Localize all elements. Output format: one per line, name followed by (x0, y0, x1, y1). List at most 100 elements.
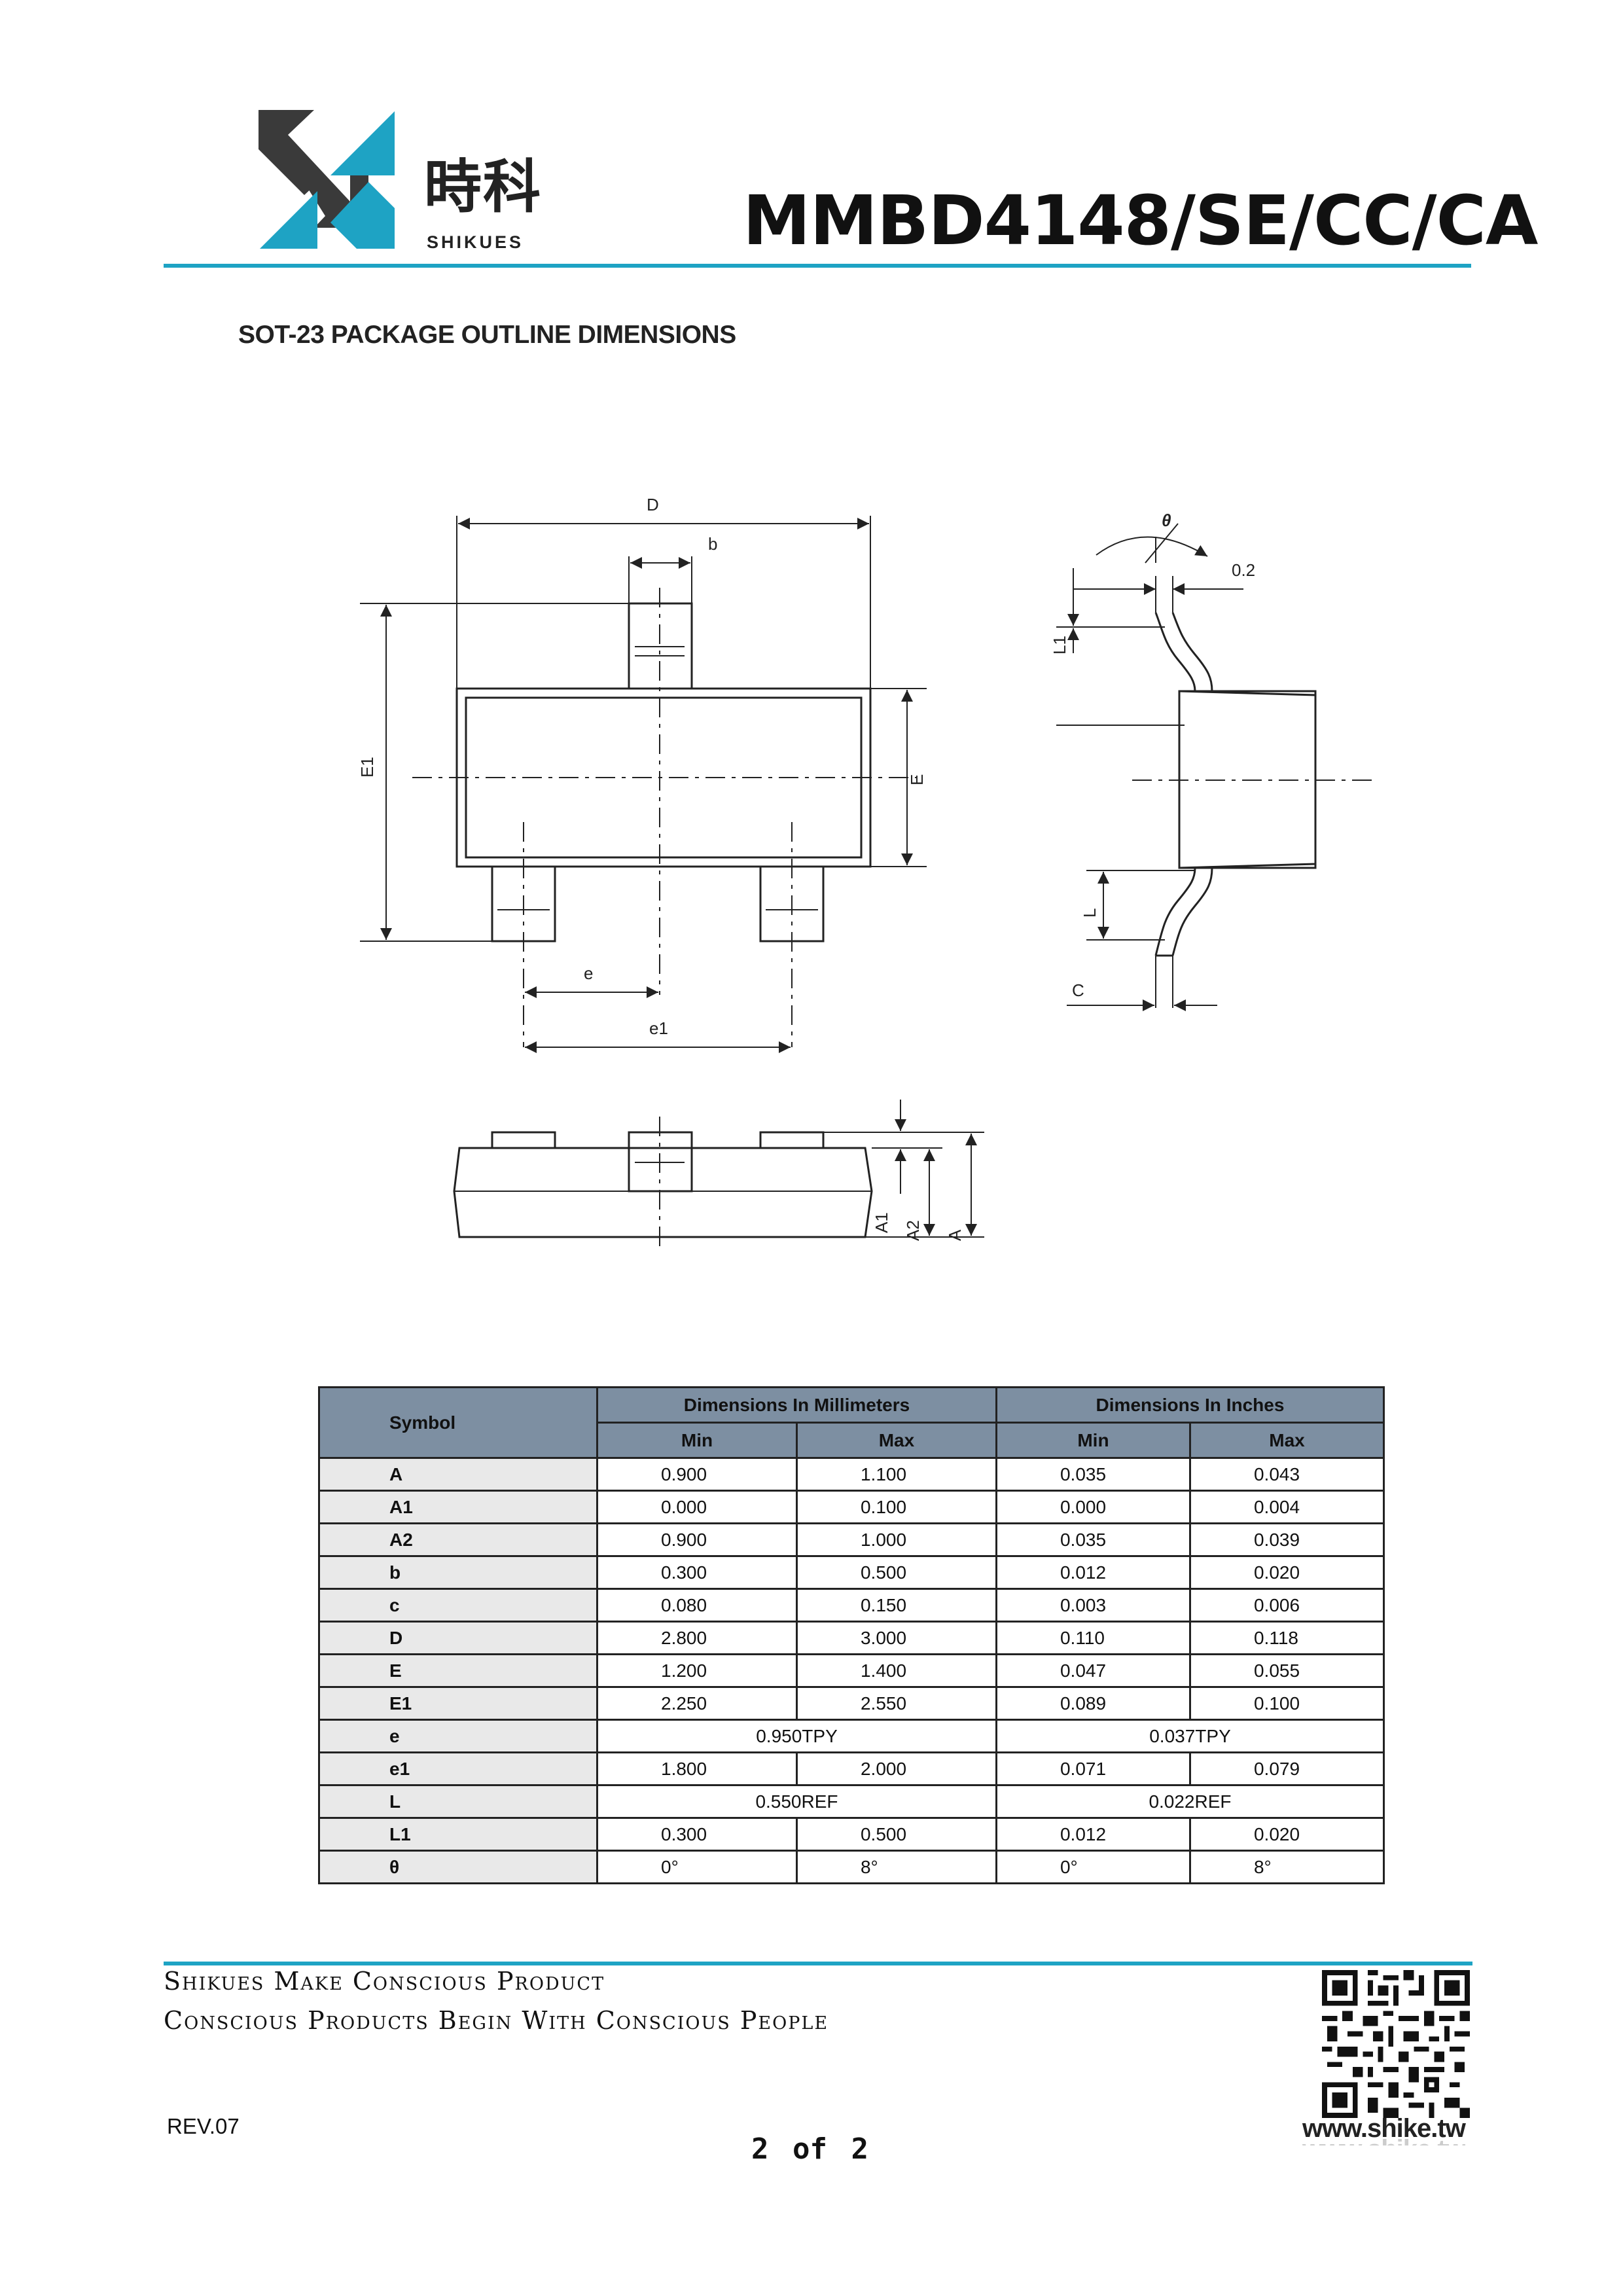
in-min-cell: 0.047 (995, 1653, 1191, 1688)
table-row: b 0.300 0.500 0.012 0.020 (318, 1555, 1385, 1590)
dim-label-L: L (1080, 908, 1099, 918)
table-row: L1 0.300 0.500 0.012 0.020 (318, 1817, 1385, 1852)
brand-name-chinese: 時科 (424, 153, 543, 221)
symbol-cell: c (318, 1588, 598, 1623)
mm-max-cell: 0.500 (795, 1555, 997, 1590)
mm-min-cell: 0.300 (596, 1817, 798, 1852)
dim-label-C: C (1072, 980, 1084, 1000)
in-min-cell: 0.000 (995, 1490, 1191, 1524)
in-max-header: Max (1188, 1422, 1385, 1459)
in-max-cell: 0.079 (1188, 1751, 1385, 1786)
in-span-cell: 0.037TPY (995, 1719, 1385, 1753)
symbol-cell: A2 (318, 1522, 598, 1557)
symbol-cell: b (318, 1555, 598, 1590)
table-row: A 0.900 1.100 0.035 0.043 (318, 1457, 1385, 1492)
mm-max-cell: 0.150 (795, 1588, 997, 1623)
mm-max-cell: 1.400 (795, 1653, 997, 1688)
dim-label-theta: θ (1162, 511, 1171, 530)
table-row: c 0.080 0.150 0.003 0.006 (318, 1588, 1385, 1623)
mm-min-cell: 1.800 (596, 1751, 798, 1786)
dim-label-A2: A2 (903, 1220, 923, 1241)
in-max-cell: 0.118 (1188, 1621, 1385, 1655)
in-max-cell: 0.006 (1188, 1588, 1385, 1623)
dim-label-e: e (584, 963, 593, 983)
in-min-cell: 0.003 (995, 1588, 1191, 1623)
website-link-reflection: www.shike.tw (1302, 2135, 1465, 2145)
in-span-cell: 0.022REF (995, 1784, 1385, 1819)
mm-max-cell: 2.550 (795, 1686, 997, 1721)
mm-min-cell: 0.000 (596, 1490, 798, 1524)
dim-label-E1: E1 (357, 757, 377, 778)
in-max-cell: 0.020 (1188, 1817, 1385, 1852)
table-row: e 0.950TPY 0.037TPY (318, 1719, 1385, 1753)
tagline-secondary: Conscious Products Begin With Conscious … (164, 2006, 829, 2035)
symbol-header: Symbol (318, 1386, 598, 1459)
in-min-cell: 0.110 (995, 1621, 1191, 1655)
dim-label-A1: A1 (872, 1212, 891, 1233)
mm-min-cell: 0.900 (596, 1522, 798, 1557)
in-min-cell: 0.071 (995, 1751, 1191, 1786)
dim-label-A: A (945, 1229, 965, 1241)
table-row: e1 1.800 2.000 0.071 0.079 (318, 1751, 1385, 1786)
document-title: MMBD4148/SE/CC/CA (743, 181, 1538, 260)
inches-header: Dimensions In Inches (995, 1386, 1385, 1424)
header-divider (164, 264, 1471, 268)
table-row: D 2.800 3.000 0.110 0.118 (318, 1621, 1385, 1655)
mm-min-cell: 2.250 (596, 1686, 798, 1721)
in-max-cell: 0.055 (1188, 1653, 1385, 1688)
mm-max-cell: 8° (795, 1850, 997, 1884)
shikues-logo-icon (259, 110, 395, 249)
mm-max-header: Max (795, 1422, 997, 1459)
mm-max-cell: 3.000 (795, 1621, 997, 1655)
mm-max-cell: 1.100 (795, 1457, 997, 1492)
mm-min-cell: 0.900 (596, 1457, 798, 1492)
mm-min-cell: 0° (596, 1850, 798, 1884)
dim-label-E: E (907, 774, 927, 785)
dim-label-L1: L1 (1050, 636, 1069, 655)
in-min-cell: 0° (995, 1850, 1191, 1884)
tagline-primary: Shikues Make Conscious Product (164, 1967, 605, 1996)
table-row: A1 0.000 0.100 0.000 0.004 (318, 1490, 1385, 1524)
dim-label-e1: e1 (649, 1018, 668, 1038)
table-row: θ 0° 8° 0° 8° (318, 1850, 1385, 1884)
page-number: 2 of 2 (751, 2132, 868, 2166)
mm-min-cell: 2.800 (596, 1621, 798, 1655)
in-min-cell: 0.012 (995, 1555, 1191, 1590)
mm-min-cell: 0.080 (596, 1588, 798, 1623)
in-min-cell: 0.035 (995, 1522, 1191, 1557)
mm-min-cell: 0.300 (596, 1555, 798, 1590)
package-outline-drawing: D b E1 E e e1 θ 0.2 L1 L C A1 A2 A (357, 495, 1374, 1250)
symbol-cell: E1 (318, 1686, 598, 1721)
mm-max-cell: 1.000 (795, 1522, 997, 1557)
in-min-cell: 0.012 (995, 1817, 1191, 1852)
in-min-cell: 0.035 (995, 1457, 1191, 1492)
mm-min-header: Min (596, 1422, 798, 1459)
in-max-cell: 0.043 (1188, 1457, 1385, 1492)
mm-max-cell: 0.100 (795, 1490, 997, 1524)
table-row: E1 2.250 2.550 0.089 0.100 (318, 1686, 1385, 1721)
symbol-cell: L1 (318, 1817, 598, 1852)
in-min-header: Min (995, 1422, 1191, 1459)
in-max-cell: 8° (1188, 1850, 1385, 1884)
dim-label-b: b (708, 534, 717, 554)
symbol-cell: A (318, 1457, 598, 1492)
footer-divider (164, 1962, 1472, 1965)
symbol-cell: e1 (318, 1751, 598, 1786)
symbol-cell: L (318, 1784, 598, 1819)
qr-code-icon (1322, 1970, 1470, 2118)
mm-span-cell: 0.950TPY (596, 1719, 997, 1753)
mm-max-cell: 2.000 (795, 1751, 997, 1786)
symbol-cell: A1 (318, 1490, 598, 1524)
dim-label-D: D (647, 495, 659, 514)
dimensions-table: Symbol Dimensions In Millimeters Dimensi… (318, 1386, 1385, 1884)
in-max-cell: 0.100 (1188, 1686, 1385, 1721)
table-row: L 0.550REF 0.022REF (318, 1784, 1385, 1819)
table-row: E 1.200 1.400 0.047 0.055 (318, 1653, 1385, 1688)
section-title: SOT-23 PACKAGE OUTLINE DIMENSIONS (238, 321, 736, 349)
symbol-cell: θ (318, 1850, 598, 1884)
in-max-cell: 0.020 (1188, 1555, 1385, 1590)
in-max-cell: 0.004 (1188, 1490, 1385, 1524)
symbol-cell: D (318, 1621, 598, 1655)
website-link[interactable]: www.shike.tw (1302, 2114, 1466, 2143)
brand-name: SHIKUES (427, 232, 524, 252)
